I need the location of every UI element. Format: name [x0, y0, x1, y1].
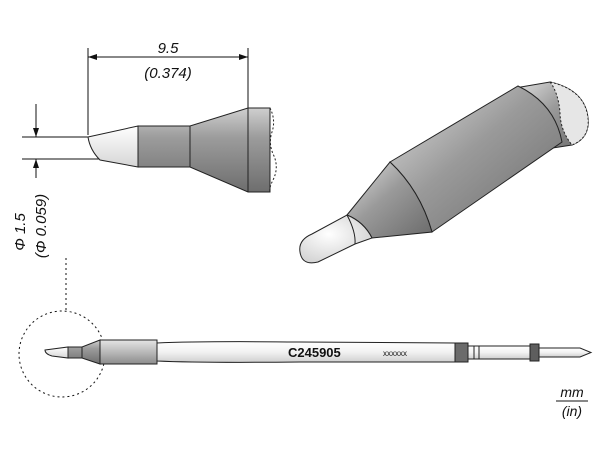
length-mm-label: 9.5 — [158, 40, 180, 57]
tip-plating — [87, 125, 139, 168]
length-dimension: 9.5 (0.374) — [87, 40, 249, 135]
arrowhead-left — [88, 54, 97, 60]
cartridge-cone — [67, 339, 101, 365]
unit-mm: mm — [560, 384, 584, 400]
cartridge-rear — [467, 345, 531, 360]
tip-body — [137, 107, 271, 193]
cartridge-sleeve — [99, 339, 158, 365]
unit-in: (in) — [562, 403, 582, 419]
tip-side-profile — [87, 107, 277, 193]
tip-3d-view — [299, 81, 589, 264]
detail-leader — [18, 258, 106, 398]
part-code-label: xxxxxx — [383, 349, 407, 358]
units-legend: mm (in) — [556, 384, 588, 419]
cartridge-connector — [529, 343, 540, 362]
rear-cylinder-break — [548, 81, 589, 146]
break-line — [269, 107, 277, 193]
part-number-label: C245905 — [288, 345, 341, 360]
diameter-in-label: (Φ 0.059) — [33, 194, 50, 258]
arrowhead-up — [33, 159, 39, 168]
cartridge-band — [454, 342, 469, 363]
arrowhead-right — [239, 54, 248, 60]
white-tip-3d — [299, 214, 373, 264]
diameter-mm-label: Φ 1.5 — [12, 213, 29, 251]
tip-plating-edge — [346, 214, 356, 245]
arrowhead-down — [33, 128, 39, 137]
length-in-label: (0.374) — [144, 65, 192, 82]
diameter-dimension: Φ 1.5 (Φ 0.059) — [12, 104, 110, 258]
full-cartridge: C245905 xxxxxx — [44, 339, 593, 365]
cartridge-pin — [538, 347, 593, 358]
cartridge-tip — [44, 346, 69, 359]
